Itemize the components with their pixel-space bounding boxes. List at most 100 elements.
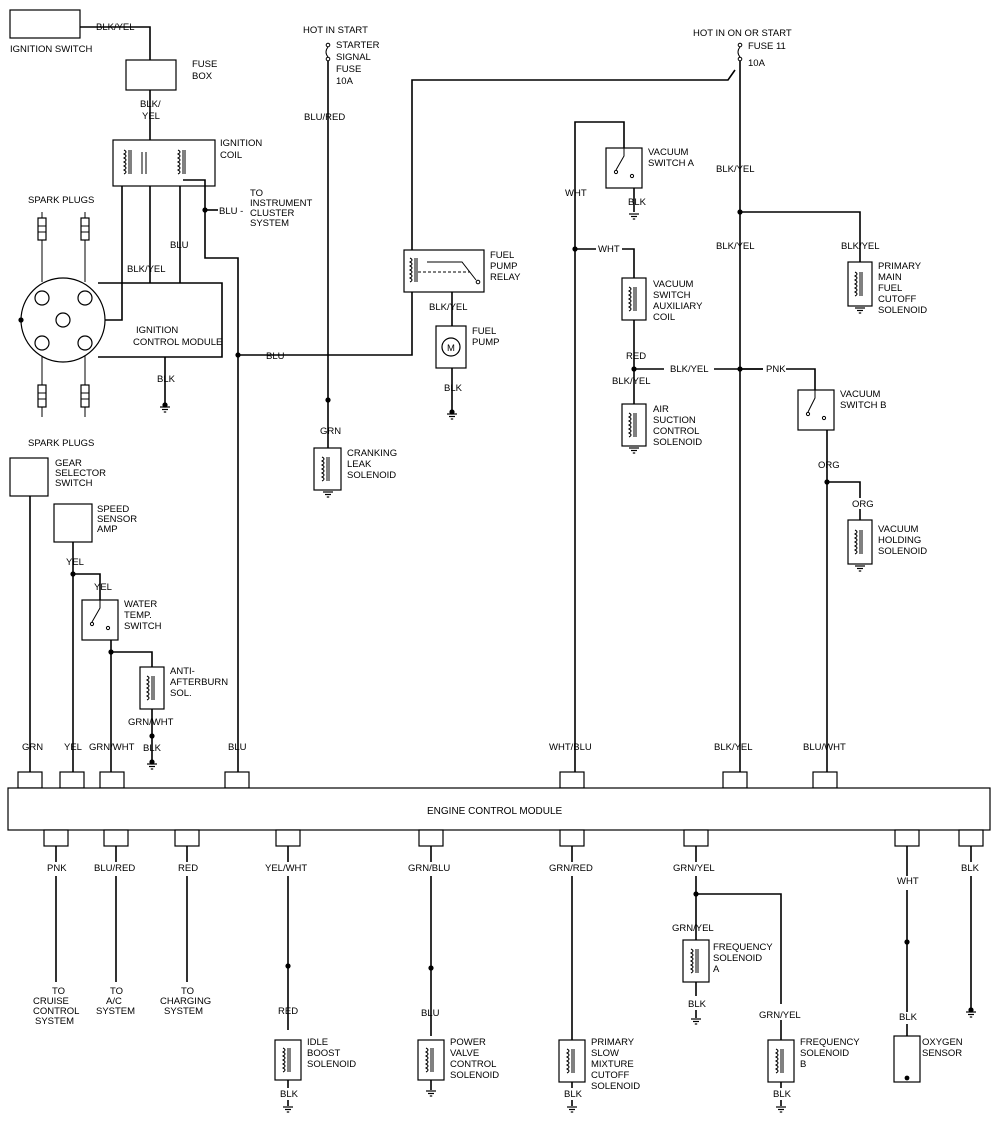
wire-blk-yel-top: BLK/YEL — [96, 22, 135, 33]
power-4: SOLENOID — [450, 1070, 499, 1081]
ecm-bot-yel-wht: YEL/WHT — [265, 863, 307, 874]
charging-1: TO — [181, 986, 194, 997]
module-blk: BLK — [157, 374, 176, 385]
water-1: WATER — [124, 599, 157, 610]
vacuum-b-2: SWITCH B — [840, 400, 886, 411]
wire-blk-yel-f1: BLK/YEL — [716, 164, 755, 175]
ac-2: A/C — [106, 996, 122, 1007]
vacuum-holding-solenoid: VACUUM HOLDING SOLENOID — [847, 519, 927, 565]
vacuum-b-1: VACUUM — [840, 389, 881, 400]
ecm-bot-grn-red: GRN/RED — [549, 863, 593, 874]
cruise-1: TO — [52, 986, 65, 997]
freq-b-3: B — [800, 1059, 806, 1070]
ac-1: TO — [110, 986, 123, 997]
ecm-bot-pnk: PNK — [47, 863, 67, 874]
water-2: TEMP. — [124, 610, 152, 621]
power-2: VALVE — [450, 1048, 479, 1059]
oxygen-blk: BLK — [899, 1012, 918, 1023]
oxygen-1: OXYGEN — [922, 1037, 963, 1048]
wire-red-aux: RED — [626, 351, 646, 362]
cranking-2: LEAK — [347, 459, 372, 470]
slow-5: SOLENOID — [591, 1081, 640, 1092]
fuse-11: FUSE 11 10A — [737, 41, 786, 69]
aux-coil-3: AUXILIARY — [653, 301, 703, 312]
speed-1: SPEED — [97, 504, 129, 515]
cruise-4: SYSTEM — [35, 1016, 74, 1027]
wire-yel-1: YEL — [66, 557, 84, 568]
ecm-bottom-connectors — [43, 829, 984, 847]
ecm-top-grn: GRN — [22, 742, 43, 753]
primary-main-2: MAIN — [878, 272, 902, 283]
anti-3: SOL. — [170, 688, 192, 699]
ecm-top-connectors — [17, 771, 838, 789]
idle-1: IDLE — [307, 1037, 328, 1048]
spark-plugs-bottom: SPARK PLUGS — [28, 438, 94, 449]
fuel-pump-2: PUMP — [472, 337, 499, 348]
ecm-bot-grn-blu: GRN/BLU — [408, 863, 450, 874]
to-cruise: TO CRUISE CONTROL SYSTEM — [33, 986, 79, 1027]
vacuum-a-1: VACUUM — [648, 147, 689, 158]
wire-org-1: ORG — [818, 460, 840, 471]
cranking-1: CRANKING — [347, 448, 397, 459]
holding-3: SOLENOID — [878, 546, 927, 557]
wire-grn-wht-anti: GRN/WHT — [128, 717, 174, 728]
coil-label-2: COIL — [220, 150, 242, 161]
fuel-pump: M FUEL PUMP — [435, 325, 499, 369]
vacuum-a-blk: BLK — [628, 197, 647, 208]
frequency-solenoid-a: FREQUENCY SOLENOID A — [682, 939, 773, 983]
hot-in-start: HOT IN START — [303, 25, 368, 36]
primary-main-4: CUTOFF — [878, 294, 917, 305]
aux-coil-4: COIL — [653, 312, 675, 323]
water-3: SWITCH — [124, 621, 162, 632]
relay-label-1: FUEL — [490, 250, 514, 261]
ignition-control-module: IGNITION CONTROL MODULE — [98, 282, 223, 358]
fuse-box: FUSE BOX — [125, 59, 217, 91]
distributor-cap — [18, 277, 106, 363]
slow-3: MIXTURE — [591, 1059, 634, 1070]
ecm-top-blk-yel: BLK/YEL — [714, 742, 753, 753]
speed-3: AMP — [97, 524, 118, 535]
vacuum-switch-aux-coil: VACUUM SWITCH AUXILIARY COIL — [621, 277, 703, 323]
gear-selector-switch: GEAR SELECTOR SWITCH — [9, 457, 106, 497]
slow-blk: BLK — [564, 1089, 583, 1100]
wire-blk-yel-f2: BLK/YEL — [716, 241, 755, 252]
relay-label-2: PUMP — [490, 261, 517, 272]
module-label-1: IGNITION — [136, 325, 178, 336]
instrument-2: INSTRUMENT — [250, 198, 312, 209]
wire-grn-starter: GRN — [320, 426, 341, 437]
ecm-top-grn-wht: GRN/WHT — [89, 742, 135, 753]
fuel-pump-relay: FUEL PUMP RELAY — [403, 249, 521, 293]
anti-1: ANTI- — [170, 666, 195, 677]
ignition-coil: IGNITION COIL — [112, 138, 262, 187]
wire-pnk: PNK — [766, 364, 786, 375]
ecm-top-blu: BLU — [228, 742, 247, 753]
ecm-top-wire-labels: GRN YEL GRN/WHT BLU WHT/BLU BLK/YEL BLU/… — [22, 742, 846, 753]
slow-1: PRIMARY — [591, 1037, 635, 1048]
anti-afterburn-solenoid: ANTI- AFTERBURN SOL. — [139, 666, 228, 710]
wire-blu-dash: BLU - — [219, 206, 243, 217]
air-suction-solenoid: AIR SUCTION CONTROL SOLENOID — [621, 403, 702, 448]
air-suction-3: CONTROL — [653, 426, 699, 437]
wire-blk-split-1: BLK/ — [140, 99, 161, 110]
wire-blk-yel-mid: BLK/YEL — [670, 364, 709, 375]
starter-fuse-3: FUSE — [336, 64, 361, 75]
primary-main-fuel-cutoff-solenoid: PRIMARY MAIN FUEL CUTOFF SOLENOID — [847, 261, 927, 316]
wire-blu-red-starter: BLU/RED — [304, 112, 345, 123]
fuel-pump-1: FUEL — [472, 326, 496, 337]
freq-a-blk: BLK — [688, 999, 707, 1010]
ecm-bot-blk: BLK — [961, 863, 980, 874]
ecm-top-blu-wht: BLU/WHT — [803, 742, 846, 753]
speed-2: SENSOR — [97, 514, 137, 525]
ecm-bot-blu-red: BLU/RED — [94, 863, 135, 874]
freq-b-blk: BLK — [773, 1089, 792, 1100]
primary-main-5: SOLENOID — [878, 305, 927, 316]
ecm-top-yel: YEL — [64, 742, 82, 753]
aux-coil-1: VACUUM — [653, 279, 694, 290]
wire-blk-yel-left: BLK/YEL — [612, 376, 651, 387]
holding-1: VACUUM — [878, 524, 919, 535]
starter-fuse-2: SIGNAL — [336, 52, 371, 63]
freq-b-1: FREQUENCY — [800, 1037, 860, 1048]
freq-a-3: A — [713, 964, 720, 975]
frequency-solenoid-b: FREQUENCY SOLENOID B — [767, 1037, 860, 1083]
